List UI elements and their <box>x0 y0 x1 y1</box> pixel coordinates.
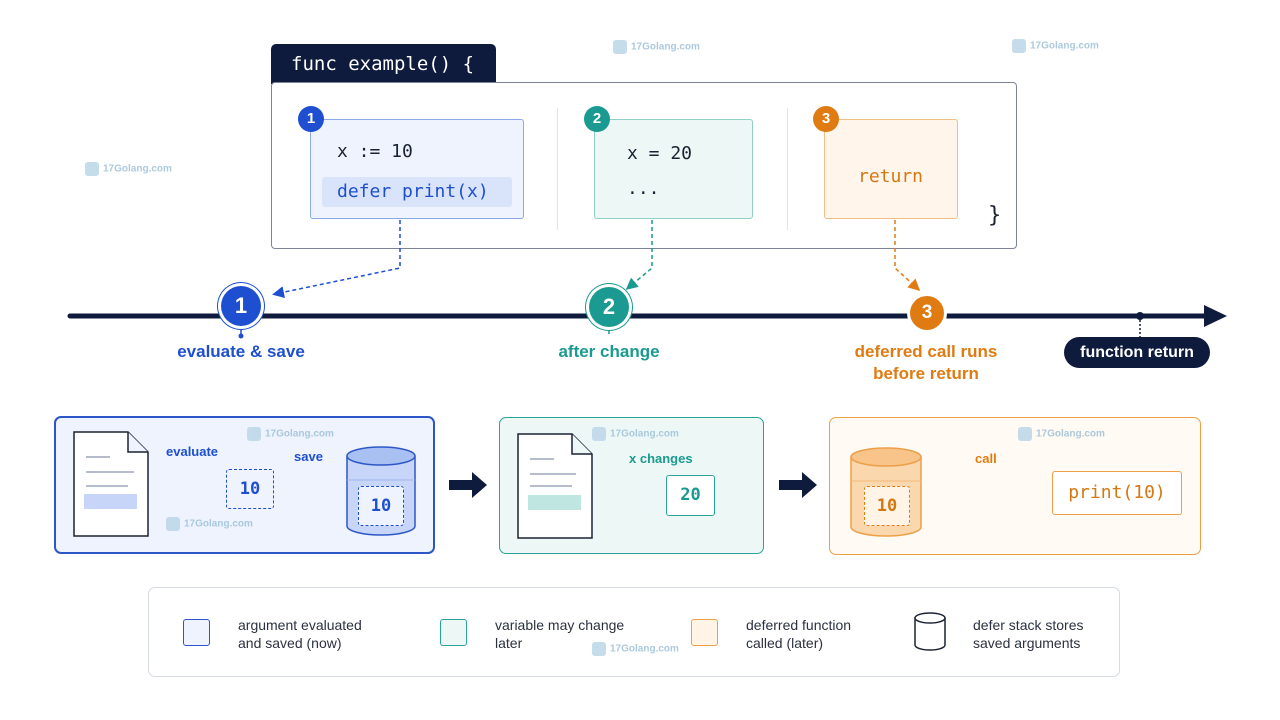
code-step2-box <box>594 119 753 219</box>
call-label: call <box>975 451 997 466</box>
watermark: 17Golang.com <box>1018 427 1105 441</box>
evaluated-value: 10 <box>226 469 274 509</box>
evaluate-label: evaluate <box>166 444 219 459</box>
stage-arrow-2 <box>779 472 817 498</box>
timeline-label-after-change: after change <box>558 342 660 361</box>
function-return-label: function return <box>1064 337 1210 368</box>
code-line-ellipsis: ... <box>627 178 660 199</box>
watermark: 17Golang.com <box>1012 39 1099 53</box>
stage-arrow-1 <box>449 472 487 498</box>
timeline-arrowhead <box>1204 305 1227 327</box>
legend-swatch-orange <box>691 619 718 646</box>
print-call-result: print(10) <box>1052 471 1182 515</box>
document-icon <box>73 431 149 537</box>
legend-swatch-teal <box>440 619 467 646</box>
connector-step2 <box>625 220 653 290</box>
code-line-return: return <box>858 166 924 187</box>
watermark: 17Golang.com <box>85 162 172 176</box>
save-label: save <box>294 449 323 464</box>
watermark: 17Golang.com <box>166 517 253 531</box>
watermark: 17Golang.com <box>613 40 700 54</box>
legend-swatch-blue <box>183 619 210 646</box>
stored-value: 10 <box>358 486 404 526</box>
code-line-reassign: x = 20 <box>627 143 693 164</box>
panel-divider <box>787 108 788 230</box>
code-line-assign: x := 10 <box>337 141 413 162</box>
timeline-label-before-return: before return <box>873 364 979 383</box>
code-step3-box <box>824 119 958 219</box>
timeline-marker-3: 3 <box>910 296 944 330</box>
defer-keyword: defer <box>337 181 392 202</box>
timeline-marker-1: 1 <box>221 286 261 326</box>
saved-argument-value: 10 <box>864 486 910 526</box>
watermark: 17Golang.com <box>247 427 334 441</box>
defer-call: print(x) <box>402 181 489 202</box>
timeline-label-evaluate: evaluate & save <box>177 342 305 361</box>
connector-step1 <box>272 220 401 299</box>
function-return-dot <box>1136 312 1144 320</box>
closing-brace: } <box>988 203 1002 228</box>
step3-badge: 3 <box>813 106 839 132</box>
function-signature: func example() { <box>271 44 496 84</box>
watermark: 17Golang.com <box>592 427 679 441</box>
code-line-defer: defer print(x) <box>337 181 489 202</box>
watermark: 17Golang.com <box>592 642 679 656</box>
legend-stack-icon <box>914 612 946 651</box>
connector-step3 <box>894 220 921 292</box>
x-changes-label: x changes <box>629 451 693 466</box>
step2-badge: 2 <box>584 106 610 132</box>
legend <box>148 587 1120 677</box>
changed-value: 20 <box>666 475 715 516</box>
defer-highlight <box>322 177 512 207</box>
panel-divider <box>557 108 558 230</box>
step1-badge: 1 <box>298 106 324 132</box>
timeline-marker-2: 2 <box>589 287 629 327</box>
document-icon <box>517 433 593 539</box>
timeline-label-deferred-runs: deferred call runs <box>854 342 998 361</box>
